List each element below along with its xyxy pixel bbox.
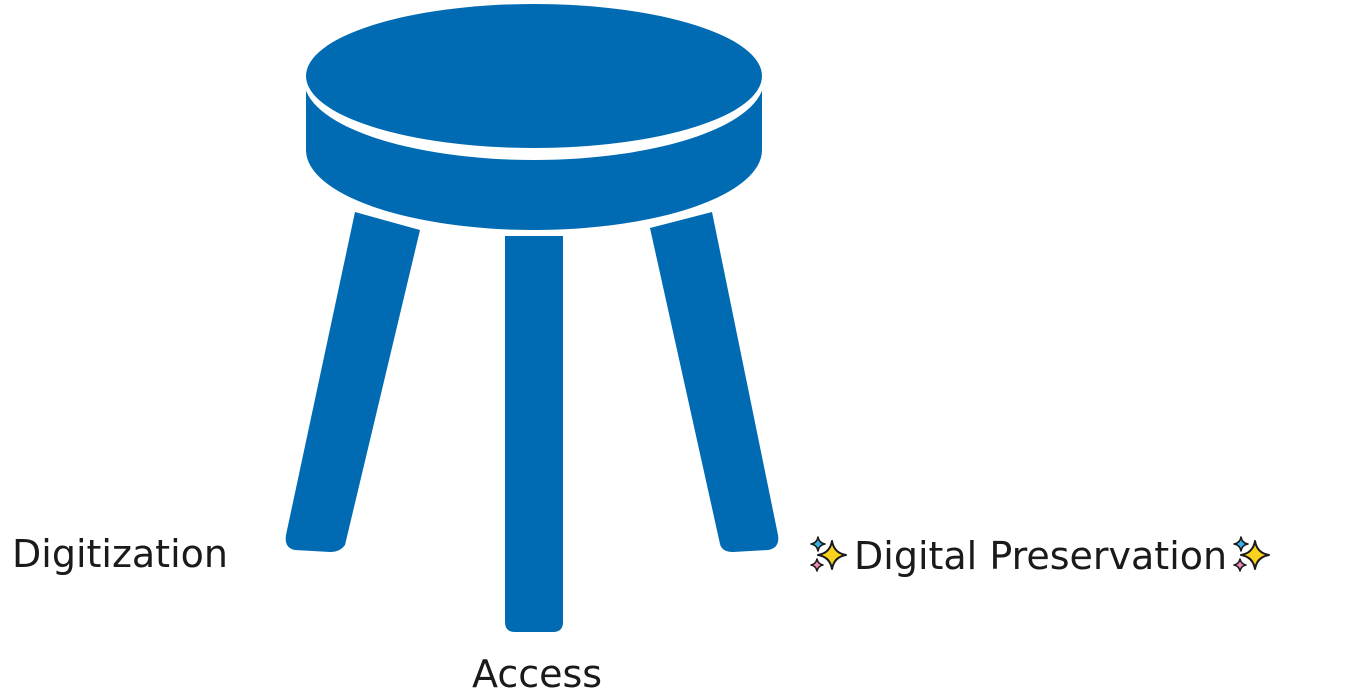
- label-digital-preservation: Digital Preservation: [808, 535, 1273, 577]
- stool-leg-left: [285, 212, 420, 552]
- stool-legs: [285, 212, 779, 632]
- label-access: Access: [472, 652, 603, 696]
- stool-leg-middle: [505, 236, 563, 632]
- digital-preservation-text: Digital Preservation: [854, 534, 1228, 578]
- stool-seat-top: [306, 4, 762, 148]
- sparkles-icon: [1233, 536, 1271, 572]
- sparkles-icon: [810, 536, 847, 572]
- label-digitization: Digitization: [12, 532, 228, 576]
- stool-seat: [304, 0, 764, 230]
- stool-leg-right: [650, 212, 779, 552]
